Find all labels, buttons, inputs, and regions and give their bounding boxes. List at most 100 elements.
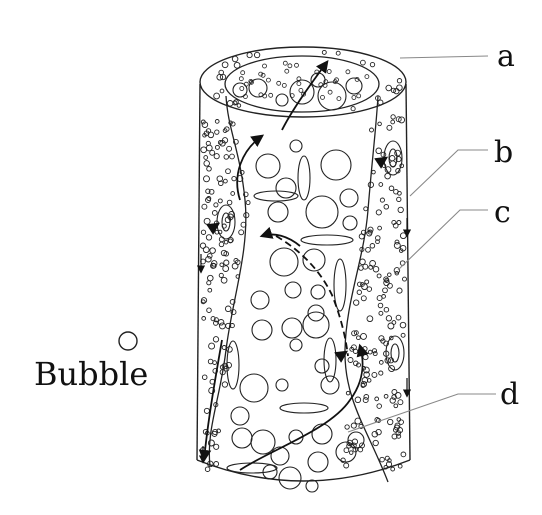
small-bubble [375, 397, 379, 401]
large-bubble [321, 150, 351, 180]
small-bubble [399, 117, 405, 123]
small-bubble [202, 204, 207, 209]
bubble-legend-icon [119, 332, 137, 350]
small-bubble [367, 287, 372, 292]
small-bubble [230, 154, 235, 159]
small-bubble [219, 273, 223, 277]
large-bubble [240, 374, 268, 402]
small-bubble [398, 400, 403, 405]
small-bubble [210, 248, 216, 254]
small-bubble [364, 207, 368, 211]
small-bubble [295, 63, 299, 67]
small-bubble [221, 277, 227, 283]
small-bubble [246, 201, 250, 205]
small-bubble [218, 199, 222, 203]
label-c: c [494, 195, 511, 230]
large-bubble [285, 282, 301, 298]
small-bubble [386, 316, 391, 321]
large-bubble [306, 196, 338, 228]
elongated-bubble [280, 403, 328, 413]
small-bubble [322, 50, 326, 54]
small-bubble [378, 122, 382, 126]
small-bubble [207, 167, 212, 172]
small-bubble [215, 120, 219, 124]
small-bubble [232, 263, 238, 269]
small-bubble [349, 451, 353, 455]
label-d: d [500, 377, 519, 412]
downflow-arrow-left [237, 136, 262, 200]
small-bubble [213, 337, 218, 342]
large-bubble [276, 94, 288, 106]
small-bubble [388, 273, 392, 277]
small-bubble [222, 382, 227, 387]
small-bubble [204, 218, 210, 224]
large-bubble [270, 248, 298, 276]
bubble-legend-label: Bubble [34, 355, 148, 393]
small-bubble [360, 259, 366, 265]
small-bubble [399, 420, 404, 425]
small-bubble [227, 200, 232, 205]
left-wall-downflow [204, 340, 222, 460]
small-bubble [379, 311, 383, 315]
large-bubble [308, 452, 328, 472]
elongated-bubble [298, 156, 310, 200]
small-bubble [346, 70, 350, 74]
small-bubble [224, 179, 228, 183]
small-bubble [282, 83, 286, 87]
small-bubble [377, 404, 382, 409]
small-bubble [372, 349, 376, 353]
small-bubble [376, 210, 381, 215]
large-bubble [340, 189, 358, 207]
small-bubble [390, 156, 395, 161]
small-bubble [288, 64, 292, 68]
small-bubble [224, 155, 229, 160]
small-bubble [363, 355, 368, 360]
small-bubble [394, 242, 400, 248]
small-bubble [388, 419, 393, 424]
small-bubble [357, 94, 361, 98]
small-bubble [217, 176, 223, 182]
small-bubble [381, 152, 386, 157]
small-bubble [219, 323, 225, 329]
small-bubble [202, 375, 207, 380]
small-bubble [214, 444, 219, 449]
small-bubble [328, 90, 332, 94]
small-bubble [327, 70, 331, 74]
small-bubble [363, 398, 368, 403]
small-bubble [232, 176, 236, 180]
small-bubble [208, 288, 212, 292]
small-bubble [354, 300, 359, 305]
small-bubble [208, 359, 213, 364]
wall-vortex [384, 141, 402, 175]
small-bubble [363, 347, 367, 351]
small-bubble [215, 130, 219, 134]
large-bubble [251, 430, 275, 454]
small-bubble [244, 82, 248, 86]
recirculation-arrow [262, 234, 300, 246]
small-bubble [373, 266, 379, 272]
small-bubble [383, 288, 388, 293]
small-bubble [387, 125, 392, 130]
small-bubble [358, 282, 362, 286]
small-bubble [370, 62, 374, 66]
small-bubble [214, 462, 219, 467]
small-bubble [365, 75, 369, 79]
small-bubble [321, 95, 325, 99]
small-bubble [384, 394, 388, 398]
leader-lines [348, 56, 496, 432]
small-bubble [205, 467, 210, 472]
small-bubble [378, 226, 382, 230]
small-bubble [214, 203, 218, 207]
small-bubble [214, 154, 219, 159]
small-bubble [239, 230, 244, 235]
large-bubble [276, 178, 296, 198]
large-bubble [312, 424, 332, 444]
large-bubble [279, 467, 301, 489]
small-bubble [219, 242, 224, 247]
small-bubble [370, 244, 375, 249]
large-bubble [303, 312, 329, 338]
small-bubble [351, 423, 356, 428]
small-bubble [344, 448, 349, 453]
small-bubble [220, 89, 224, 93]
